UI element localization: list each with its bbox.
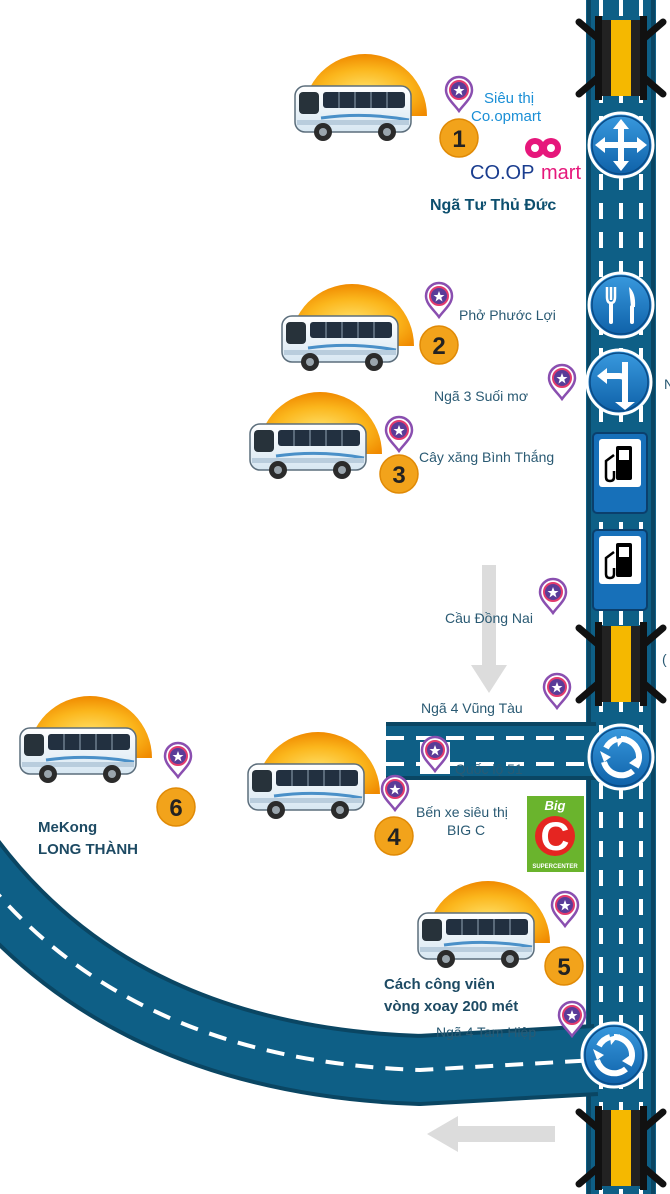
- stop-name: LONG THÀNH: [38, 841, 138, 858]
- landmark-label: Ngã Tư Thủ Đức: [430, 197, 556, 214]
- coopmart-logo-text: mart: [541, 162, 581, 184]
- coopmart-logo-text: CO.OP: [470, 162, 534, 184]
- stop-number: 5: [557, 954, 570, 981]
- place-label: Quốc lộ 51: [455, 761, 523, 777]
- stop-1[interactable]: 1 Siêu thị Co.opmart Ngã Tư Thủ Đức: [293, 52, 556, 214]
- stop-description: Cách công viên: [384, 976, 495, 993]
- bus-icon: [18, 694, 154, 785]
- location-pin-icon: [163, 741, 193, 779]
- bus-icon: [246, 730, 382, 821]
- roundabout-icon: [582, 1023, 646, 1087]
- location-pin-icon: [550, 890, 580, 928]
- stop-5[interactable]: 5 Cách công viên vòng xoay 200 mét: [384, 879, 584, 1015]
- location-pin-icon: [384, 415, 414, 453]
- bigc-logo-text: Big: [545, 798, 566, 813]
- stop-number: 1: [452, 126, 465, 153]
- bus-icon: [248, 390, 384, 481]
- curved-road: [0, 839, 599, 1107]
- coopmart-logo: CO.OP mart: [470, 138, 581, 184]
- bus-icon: [293, 52, 429, 143]
- stop-4[interactable]: 4 Bến xe siêu thị BIG C: [246, 730, 508, 856]
- bus-icon: [280, 282, 416, 373]
- bigc-logo-text: C: [541, 815, 570, 859]
- stop-description: vòng xoay 200 mét: [384, 998, 518, 1015]
- place-label: Ngã 3 Suối mơ: [434, 388, 528, 404]
- place-tam-hiep: Ngã 4 Tam Hiệp: [436, 1000, 587, 1040]
- fork-knife-icon: [587, 271, 655, 339]
- roundabout-icon: [589, 725, 653, 789]
- location-pin-icon: [444, 75, 474, 113]
- stop-6[interactable]: 6 MeKong LONG THÀNH: [18, 694, 196, 858]
- place-vung-tau: Ngã 4 Vũng Tàu: [421, 672, 572, 716]
- location-pin-icon: [547, 363, 577, 401]
- bigc-logo: Big C SUPERCENTER: [527, 796, 584, 872]
- stop-name: BIG C: [447, 822, 485, 838]
- edge-text-fragment: (: [662, 651, 667, 667]
- stop-name: Phở Phước Lợi: [459, 307, 556, 323]
- turn-left-icon: [585, 348, 653, 416]
- stop-3[interactable]: 3 Cây xăng Bình Thắng: [248, 390, 554, 494]
- stop-number: 3: [392, 462, 405, 489]
- place-suoi-mo: Ngã 3 Suối mơ: [434, 363, 577, 404]
- bus-icon: [416, 879, 552, 970]
- direction-arrow-left: [427, 1116, 555, 1152]
- location-pin-icon: [538, 577, 568, 615]
- stop-2[interactable]: 2 Phở Phước Lợi: [280, 281, 556, 373]
- location-pin-icon: [424, 281, 454, 319]
- stop-name: MeKong: [38, 819, 97, 836]
- stop-number: 4: [387, 824, 401, 851]
- direction-arrow-down: [471, 565, 507, 693]
- place-label: Ngã 4 Tam Hiệp: [436, 1024, 536, 1040]
- location-pin-icon: [380, 774, 410, 812]
- place-highway-51: Quốc lộ 51: [420, 735, 523, 777]
- fuel-pump-icon: [591, 431, 649, 515]
- place-dong-nai-bridge: Cầu Đồng Nai: [445, 577, 568, 626]
- crossroad-arrows-icon: [587, 111, 655, 179]
- stop-name: Cây xăng Bình Thắng: [419, 449, 554, 465]
- stop-number: 2: [432, 333, 445, 360]
- edge-text-fragment: N: [664, 376, 670, 392]
- stop-number: 6: [169, 795, 182, 822]
- stop-name: Co.opmart: [471, 108, 542, 125]
- place-label: Ngã 4 Vũng Tàu: [421, 700, 523, 716]
- stop-name: Siêu thị: [484, 90, 534, 107]
- place-label: Cầu Đồng Nai: [445, 610, 533, 626]
- fuel-pump-icon: [591, 528, 649, 612]
- location-pin-icon: [542, 672, 572, 710]
- bigc-logo-text: SUPERCENTER: [532, 864, 578, 870]
- stop-name: Bến xe siêu thị: [416, 804, 508, 820]
